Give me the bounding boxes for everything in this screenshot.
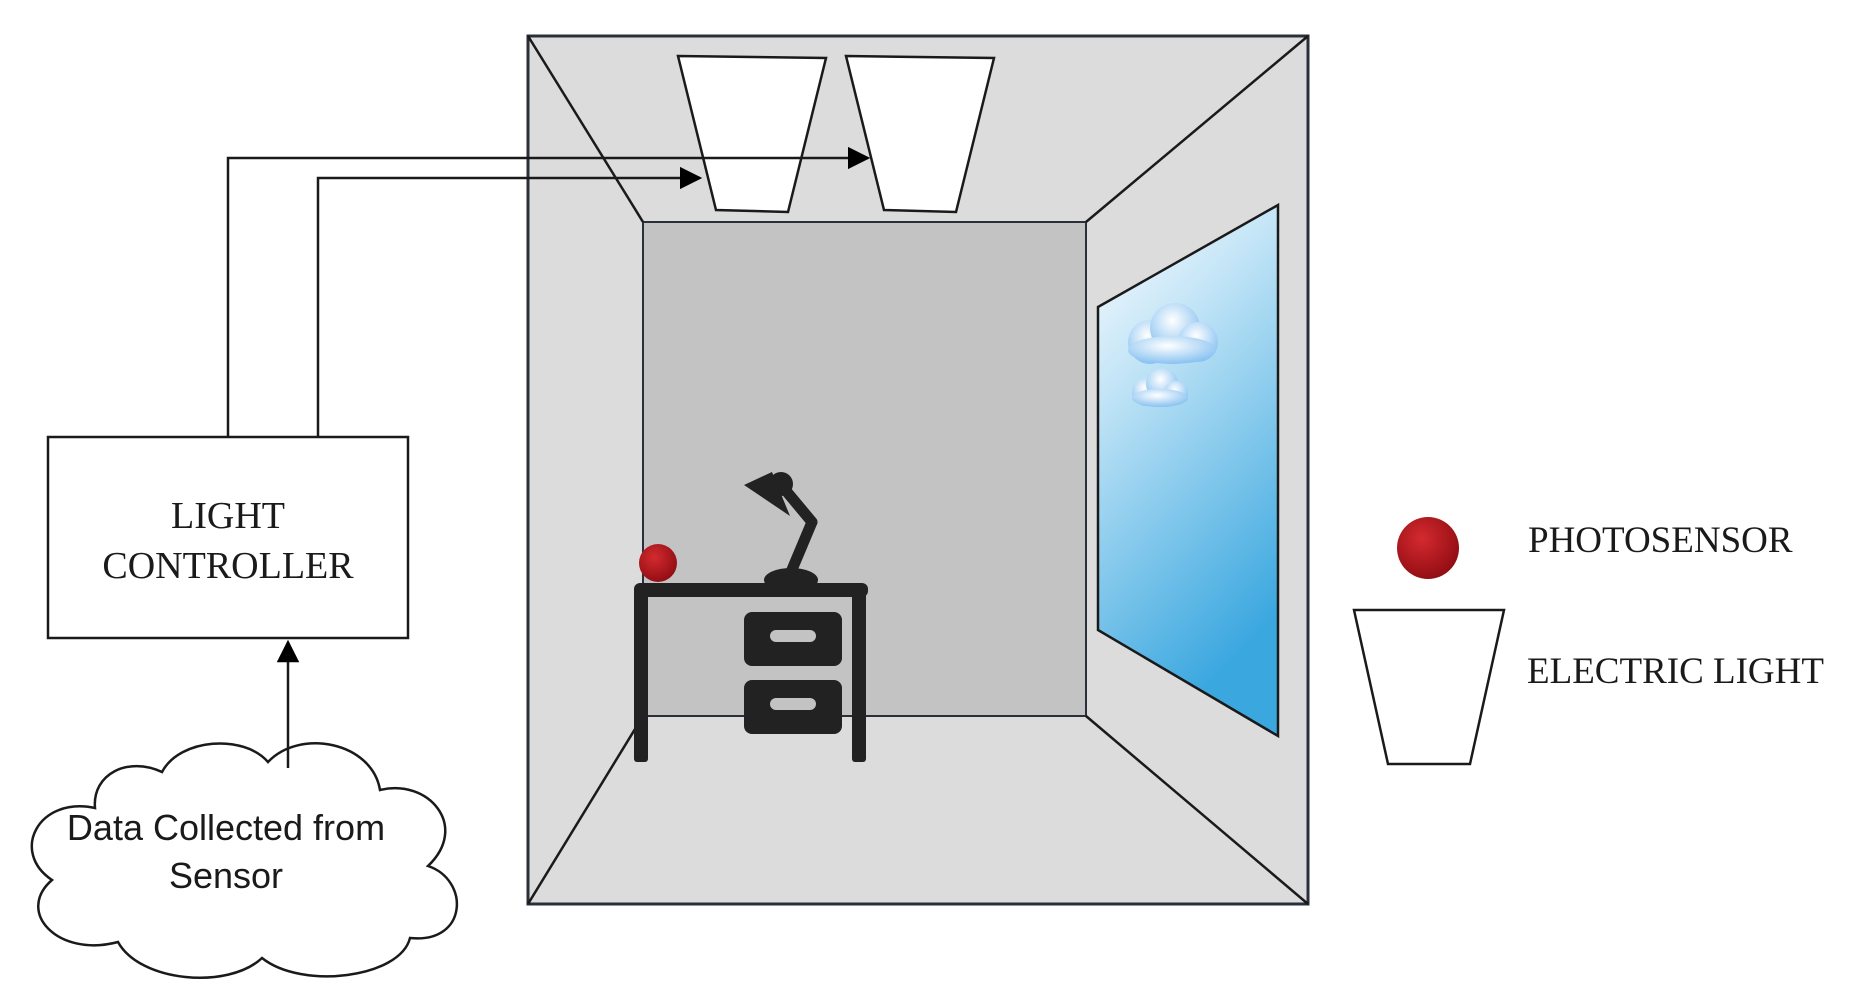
room-edge-bottom-left xyxy=(526,715,645,905)
room-edge-bottom-right xyxy=(1085,715,1309,905)
window-cloud-small-icon xyxy=(1132,368,1188,407)
control-line-to-light-1 xyxy=(316,166,703,437)
control-line-to-light-2 xyxy=(226,146,871,437)
window-cloud-large-icon xyxy=(1128,303,1218,364)
room-edge-top-left xyxy=(526,35,645,223)
drawer-handle-bottom xyxy=(770,698,816,710)
light-controller-box xyxy=(46,435,410,640)
desk-leg-right xyxy=(852,590,866,762)
legend-electric-light-icon xyxy=(1352,608,1506,766)
data-cloud: Data Collected from Sensor xyxy=(30,742,459,979)
light-controller: LIGHT CONTROLLER xyxy=(46,435,410,640)
data-cloud-label-line2: Sensor xyxy=(169,855,283,896)
legend-photosensor-label: PHOTOSENSOR xyxy=(1528,520,1793,561)
data-cloud-label-line1: Data Collected from xyxy=(67,807,385,848)
room-edge-top-right xyxy=(1085,35,1309,223)
window xyxy=(1096,202,1280,739)
photosensor-in-room xyxy=(639,544,677,582)
drawer-handle-top xyxy=(770,630,816,642)
desk-lamp-icon xyxy=(744,472,818,592)
legend-electric-light-label: ELECTRIC LIGHT xyxy=(1527,651,1824,692)
desk-leg-left xyxy=(634,590,648,762)
desk xyxy=(634,583,868,762)
ceiling-light-2 xyxy=(844,54,996,214)
light-controller-label-line2: CONTROLLER xyxy=(102,545,354,587)
desk-top xyxy=(634,583,868,597)
data-cloud-shape xyxy=(30,742,459,979)
legend: PHOTOSENSOR ELECTRIC LIGHT xyxy=(1352,517,1824,766)
light-controller-label-line1: LIGHT xyxy=(171,495,285,537)
legend-photosensor-icon xyxy=(1397,517,1459,579)
